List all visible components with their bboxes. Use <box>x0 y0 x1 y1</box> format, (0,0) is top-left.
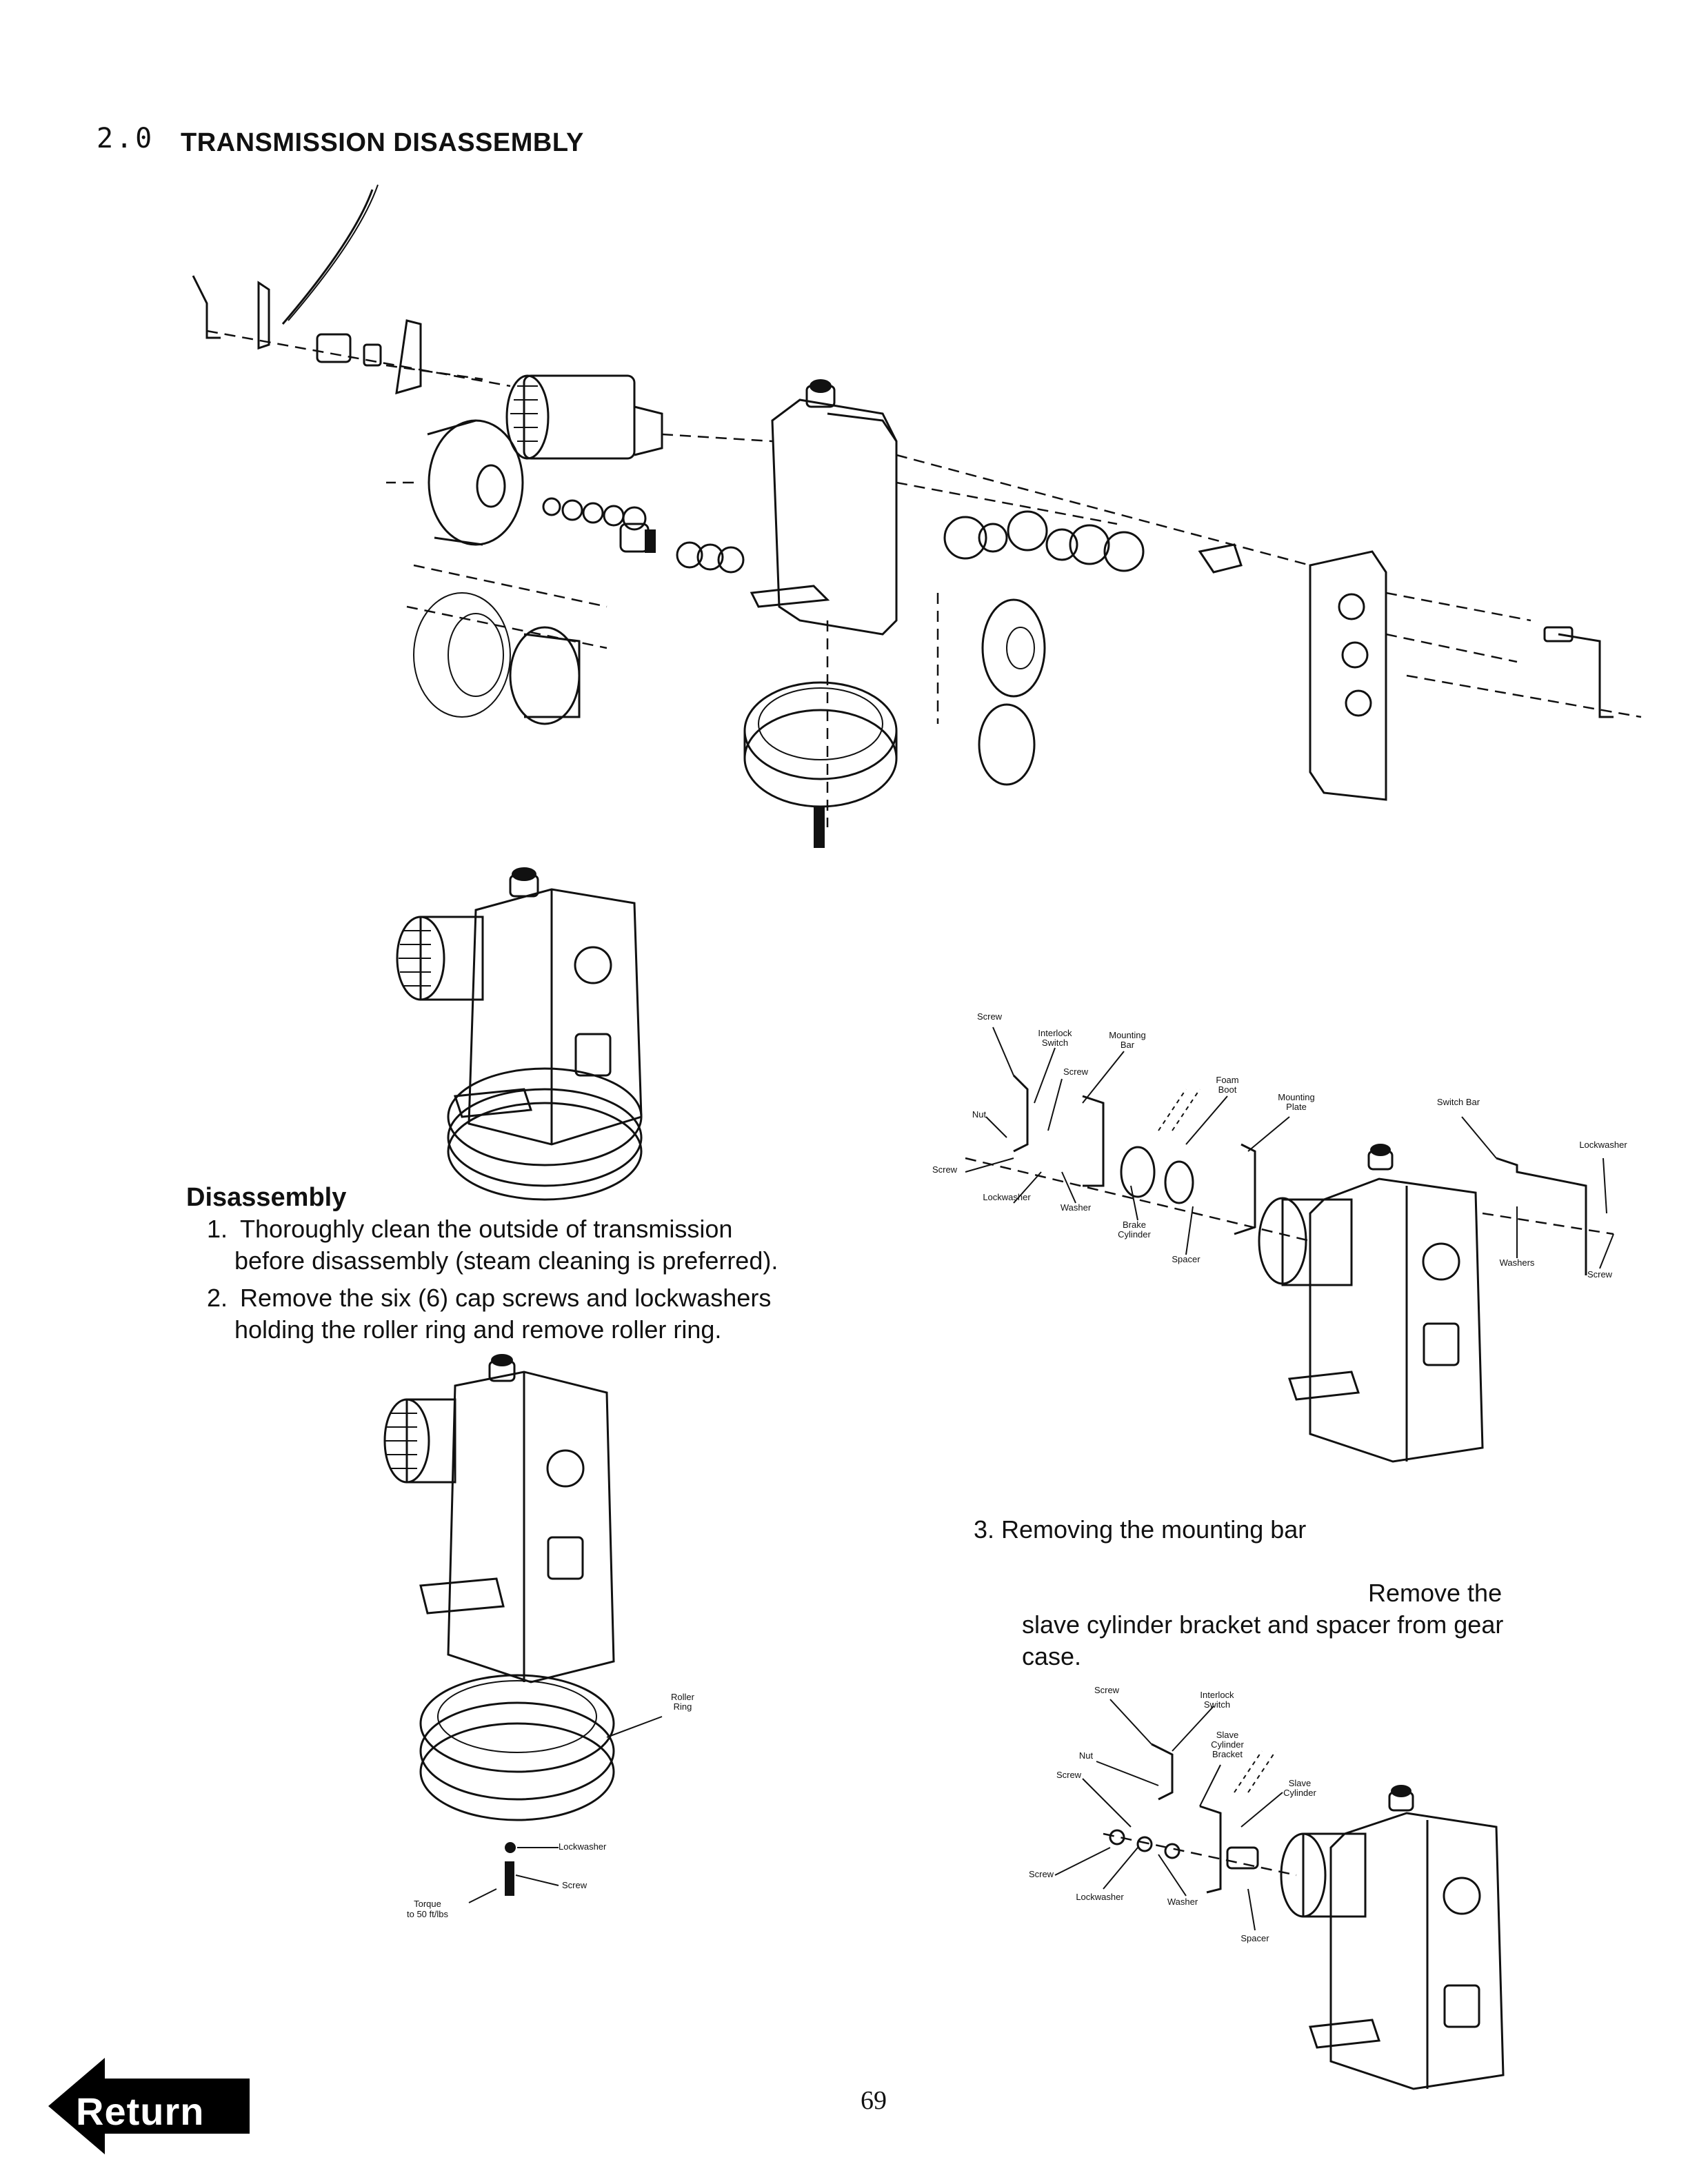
label-screw-2: Screw <box>1063 1066 1089 1077</box>
label-washers: Washers <box>1499 1257 1535 1268</box>
step-1: 1. Thoroughly clean the outside of trans… <box>207 1213 732 1245</box>
label-washer: Washer <box>1167 1897 1198 1907</box>
step-2: 2. Remove the six (6) cap screws and loc… <box>207 1282 771 1314</box>
step-1-number: 1. <box>207 1215 228 1243</box>
label-torque: Torque <box>414 1899 441 1909</box>
label-mounting-bar: Mounting Bar <box>1109 1030 1146 1050</box>
step-3-title: 3. Removing the mounting bar <box>974 1515 1307 1544</box>
label-interlock-switch: Interlock Switch <box>1200 1690 1234 1710</box>
label-screw: Screw <box>1056 1770 1082 1780</box>
section-number: 2.0 <box>97 123 155 154</box>
label-spacer: Spacer <box>1172 1254 1200 1264</box>
label-lockwasher: Lockwasher <box>559 1841 607 1852</box>
label-screw: Screw <box>562 1880 587 1890</box>
label-lockwasher-right: Lockwasher <box>1579 1140 1627 1150</box>
return-arrow-icon <box>48 2058 250 2154</box>
step-1-line1: Thoroughly clean the outside of transmis… <box>240 1215 733 1243</box>
label-interlock-switch: Interlock Switch <box>1038 1028 1072 1048</box>
label-roller-ring: Roller Ring <box>671 1692 694 1712</box>
step-3-line2: slave cylinder bracket and spacer from g… <box>1022 1610 1504 1639</box>
label-foam-boot: Foam Boot <box>1216 1075 1239 1095</box>
label-screw-left: Screw <box>1028 1869 1054 1879</box>
label-screw-top: Screw <box>1094 1685 1120 1695</box>
label-screw-left: Screw <box>932 1164 958 1175</box>
label-slave-cylinder-bracket: Slave Cylinder Bracket <box>1211 1730 1244 1759</box>
page-title: TRANSMISSION DISASSEMBLY <box>181 128 584 157</box>
return-button[interactable] <box>48 2058 255 2154</box>
label-switch-bar: Switch Bar <box>1436 1097 1480 1107</box>
step-2-line2: holding the roller ring and remove rolle… <box>234 1315 722 1344</box>
label-screw-right: Screw <box>1587 1269 1613 1280</box>
step-3-line1: Remove the <box>1368 1579 1503 1607</box>
return-label[interactable]: Return <box>76 2090 205 2133</box>
step-3-line3: case. <box>1022 1642 1082 1670</box>
label-screw-top: Screw <box>976 1011 1003 1022</box>
label-torque-value: to 50 ft/lbs <box>407 1909 448 1919</box>
step-2-line1: Remove the six (6) cap screws and lockwa… <box>240 1284 772 1312</box>
label-nut: Nut <box>1078 1750 1094 1761</box>
label-lockwasher: Lockwasher <box>1076 1892 1124 1902</box>
label-nut: Nut <box>972 1109 987 1120</box>
label-slave-cylinder: Slave Cylinder <box>1283 1778 1316 1798</box>
label-washer: Washer <box>1060 1202 1092 1213</box>
step-1-line2: before disassembly (steam cleaning is pr… <box>234 1246 778 1275</box>
label-spacer: Spacer <box>1240 1933 1269 1943</box>
step-2-number: 2. <box>207 1284 228 1312</box>
page-number: 69 <box>861 2086 887 2115</box>
disassembly-heading: Disassembly <box>186 1183 347 1212</box>
label-lockwasher: Lockwasher <box>983 1192 1031 1202</box>
label-brake-cylinder: Brake Cylinder <box>1118 1220 1151 1240</box>
label-mounting-plate: Mounting Plate <box>1278 1092 1315 1112</box>
